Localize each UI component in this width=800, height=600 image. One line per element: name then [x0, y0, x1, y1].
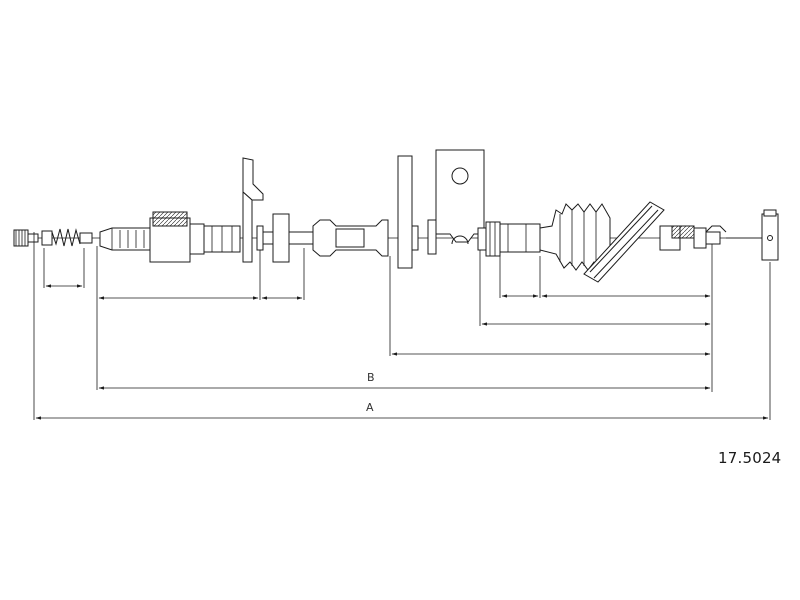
- left-spring: [41, 228, 93, 247]
- right-spring: [659, 225, 762, 251]
- dimension-lines: [45, 284, 711, 356]
- left-end-fitting: [13, 229, 39, 247]
- mounting-bracket-1: [242, 157, 264, 263]
- sheath-end-ferrule: [99, 211, 241, 263]
- right-adjuster-body: [477, 221, 541, 257]
- bellows-boot: [539, 203, 611, 271]
- dimension-a: A: [35, 401, 769, 420]
- dimension-a-label: A: [366, 401, 374, 414]
- mounting-bracket-2: [397, 155, 437, 269]
- dimension-b-label: B: [367, 371, 375, 384]
- part-number-label: 17.5024: [718, 449, 782, 467]
- retaining-clip: [435, 149, 485, 245]
- extension-lines: [33, 232, 771, 420]
- angled-boot-arm: [583, 201, 665, 283]
- dimension-b: B: [98, 371, 711, 390]
- cable-grommet: [262, 213, 389, 263]
- right-end-nipple: [761, 209, 779, 261]
